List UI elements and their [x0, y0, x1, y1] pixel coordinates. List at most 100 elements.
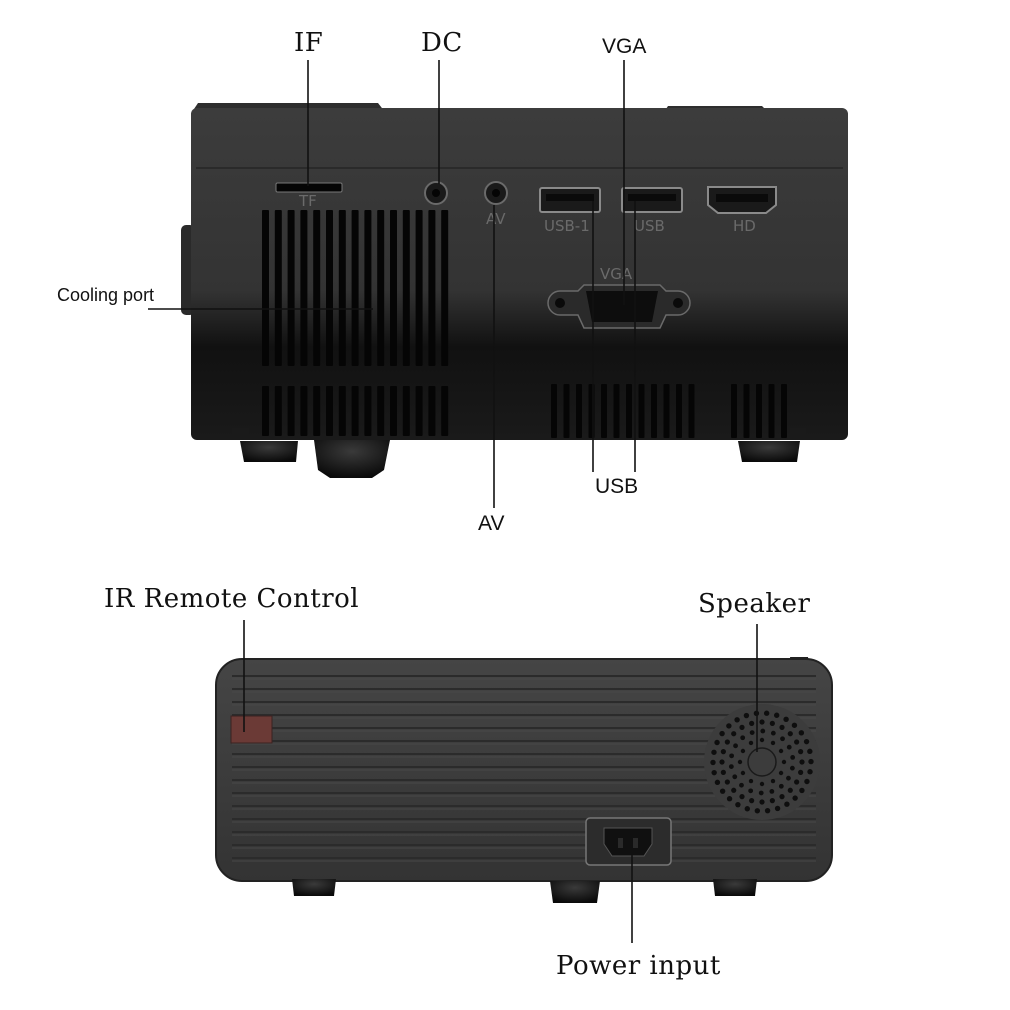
speaker-hole	[787, 787, 793, 793]
vent-slot	[390, 386, 397, 436]
vent-slot	[756, 384, 762, 438]
label-vga: VGA	[602, 35, 647, 58]
speaker-hole	[758, 790, 764, 796]
speaker-hole	[724, 779, 730, 785]
speaker-hole	[784, 801, 790, 807]
vent-slot	[300, 386, 308, 436]
vent-slot	[768, 384, 775, 438]
speaker-hole	[759, 799, 765, 805]
speaker-hole	[739, 794, 745, 800]
speaker-hole	[748, 788, 754, 794]
foot-right	[738, 441, 800, 462]
side-ribs	[232, 675, 816, 862]
speaker-hole	[786, 775, 791, 781]
speaker-hole	[786, 744, 792, 750]
vent-slot	[576, 384, 582, 438]
speaker-hole	[790, 754, 796, 760]
bottom-vent-right	[731, 384, 787, 438]
speaker-hole	[759, 737, 765, 743]
speaker-hole	[719, 788, 726, 794]
speaker-hole	[807, 769, 813, 775]
speaker-hole	[714, 739, 720, 746]
speaker-hole	[803, 738, 810, 745]
vent-slot	[441, 210, 449, 366]
vent-slot	[676, 384, 682, 438]
vent-slot	[781, 384, 787, 438]
vent-slot	[351, 386, 359, 436]
speaker-hole	[726, 796, 733, 802]
vent-slot	[338, 210, 346, 366]
vent-slot	[364, 386, 372, 436]
speaker-hole	[780, 736, 785, 742]
speaker-hole	[778, 748, 784, 754]
speaker-hole	[724, 739, 730, 745]
speaker-hole	[714, 779, 721, 786]
speaker-hole	[720, 769, 726, 775]
cooling-vent-upper	[262, 210, 449, 366]
leader-lines-top	[148, 60, 636, 508]
speaker-hole	[808, 758, 814, 765]
back-panel-view: TF AV USB-1 USB HD VGA	[181, 103, 848, 478]
side-foot-left	[292, 879, 336, 896]
av-marking: AV	[486, 210, 506, 228]
speaker-hole	[792, 795, 798, 801]
adjust-foot-front	[314, 440, 390, 478]
hd-marking: HD	[733, 217, 756, 235]
foot-left	[240, 441, 298, 462]
speaker-hole	[783, 716, 789, 723]
leader-lines-bottom	[243, 620, 758, 943]
vent-slot	[601, 384, 607, 438]
speaker-hole	[759, 781, 765, 787]
speaker-holes	[710, 710, 814, 814]
vent-slot	[415, 386, 423, 436]
ir-receiver-window	[230, 715, 273, 744]
tf-marking: TF	[298, 192, 317, 210]
vent-slot	[326, 210, 333, 366]
vent-slot	[300, 210, 308, 366]
vent-slot	[402, 210, 410, 366]
speaker-hole	[769, 720, 775, 726]
vent-slot	[326, 386, 333, 436]
vent-slot	[428, 210, 436, 366]
vent-slot	[626, 384, 632, 438]
vent-slot	[390, 210, 397, 366]
speaker-hole	[731, 731, 737, 737]
speaker-hole	[719, 730, 725, 737]
label-power-input: Power input	[556, 951, 721, 981]
speaker-hole	[749, 720, 755, 726]
vent-slot	[262, 386, 269, 436]
vent-slot	[402, 386, 410, 436]
vent-slot	[287, 210, 295, 366]
vent-slot	[313, 210, 321, 366]
speaker-hole	[744, 806, 750, 812]
speaker-hole	[728, 764, 734, 770]
speaker-hole	[733, 743, 738, 749]
speaker-hole	[749, 798, 755, 804]
speaker-hole	[794, 779, 800, 785]
speaker-hole	[711, 769, 717, 776]
speaker-hole	[760, 728, 766, 734]
label-cooling-port: Cooling port	[57, 285, 155, 305]
speaker-hole	[798, 769, 804, 775]
vent-slot	[338, 386, 346, 436]
label-dc: DC	[421, 28, 463, 58]
speaker-hole	[804, 778, 810, 785]
speaker-hole	[798, 749, 804, 755]
speaker-hole	[726, 723, 732, 729]
speaker-hole	[710, 759, 716, 766]
label-ir-remote-control: IR Remote Control	[104, 584, 360, 614]
vent-slot	[441, 386, 449, 436]
speaker-hole	[779, 794, 785, 800]
vent-slot	[663, 384, 670, 438]
speaker-hole	[770, 730, 776, 736]
speaker-hole	[739, 724, 745, 730]
vent-slot	[415, 210, 423, 366]
speaker-hole	[748, 778, 754, 784]
speaker-hole	[735, 801, 741, 808]
speaker-hole	[763, 710, 770, 716]
speaker-hole	[781, 759, 787, 765]
vent-slot	[688, 384, 695, 438]
speaker-hole	[798, 730, 805, 736]
side-panel-view	[215, 657, 833, 903]
